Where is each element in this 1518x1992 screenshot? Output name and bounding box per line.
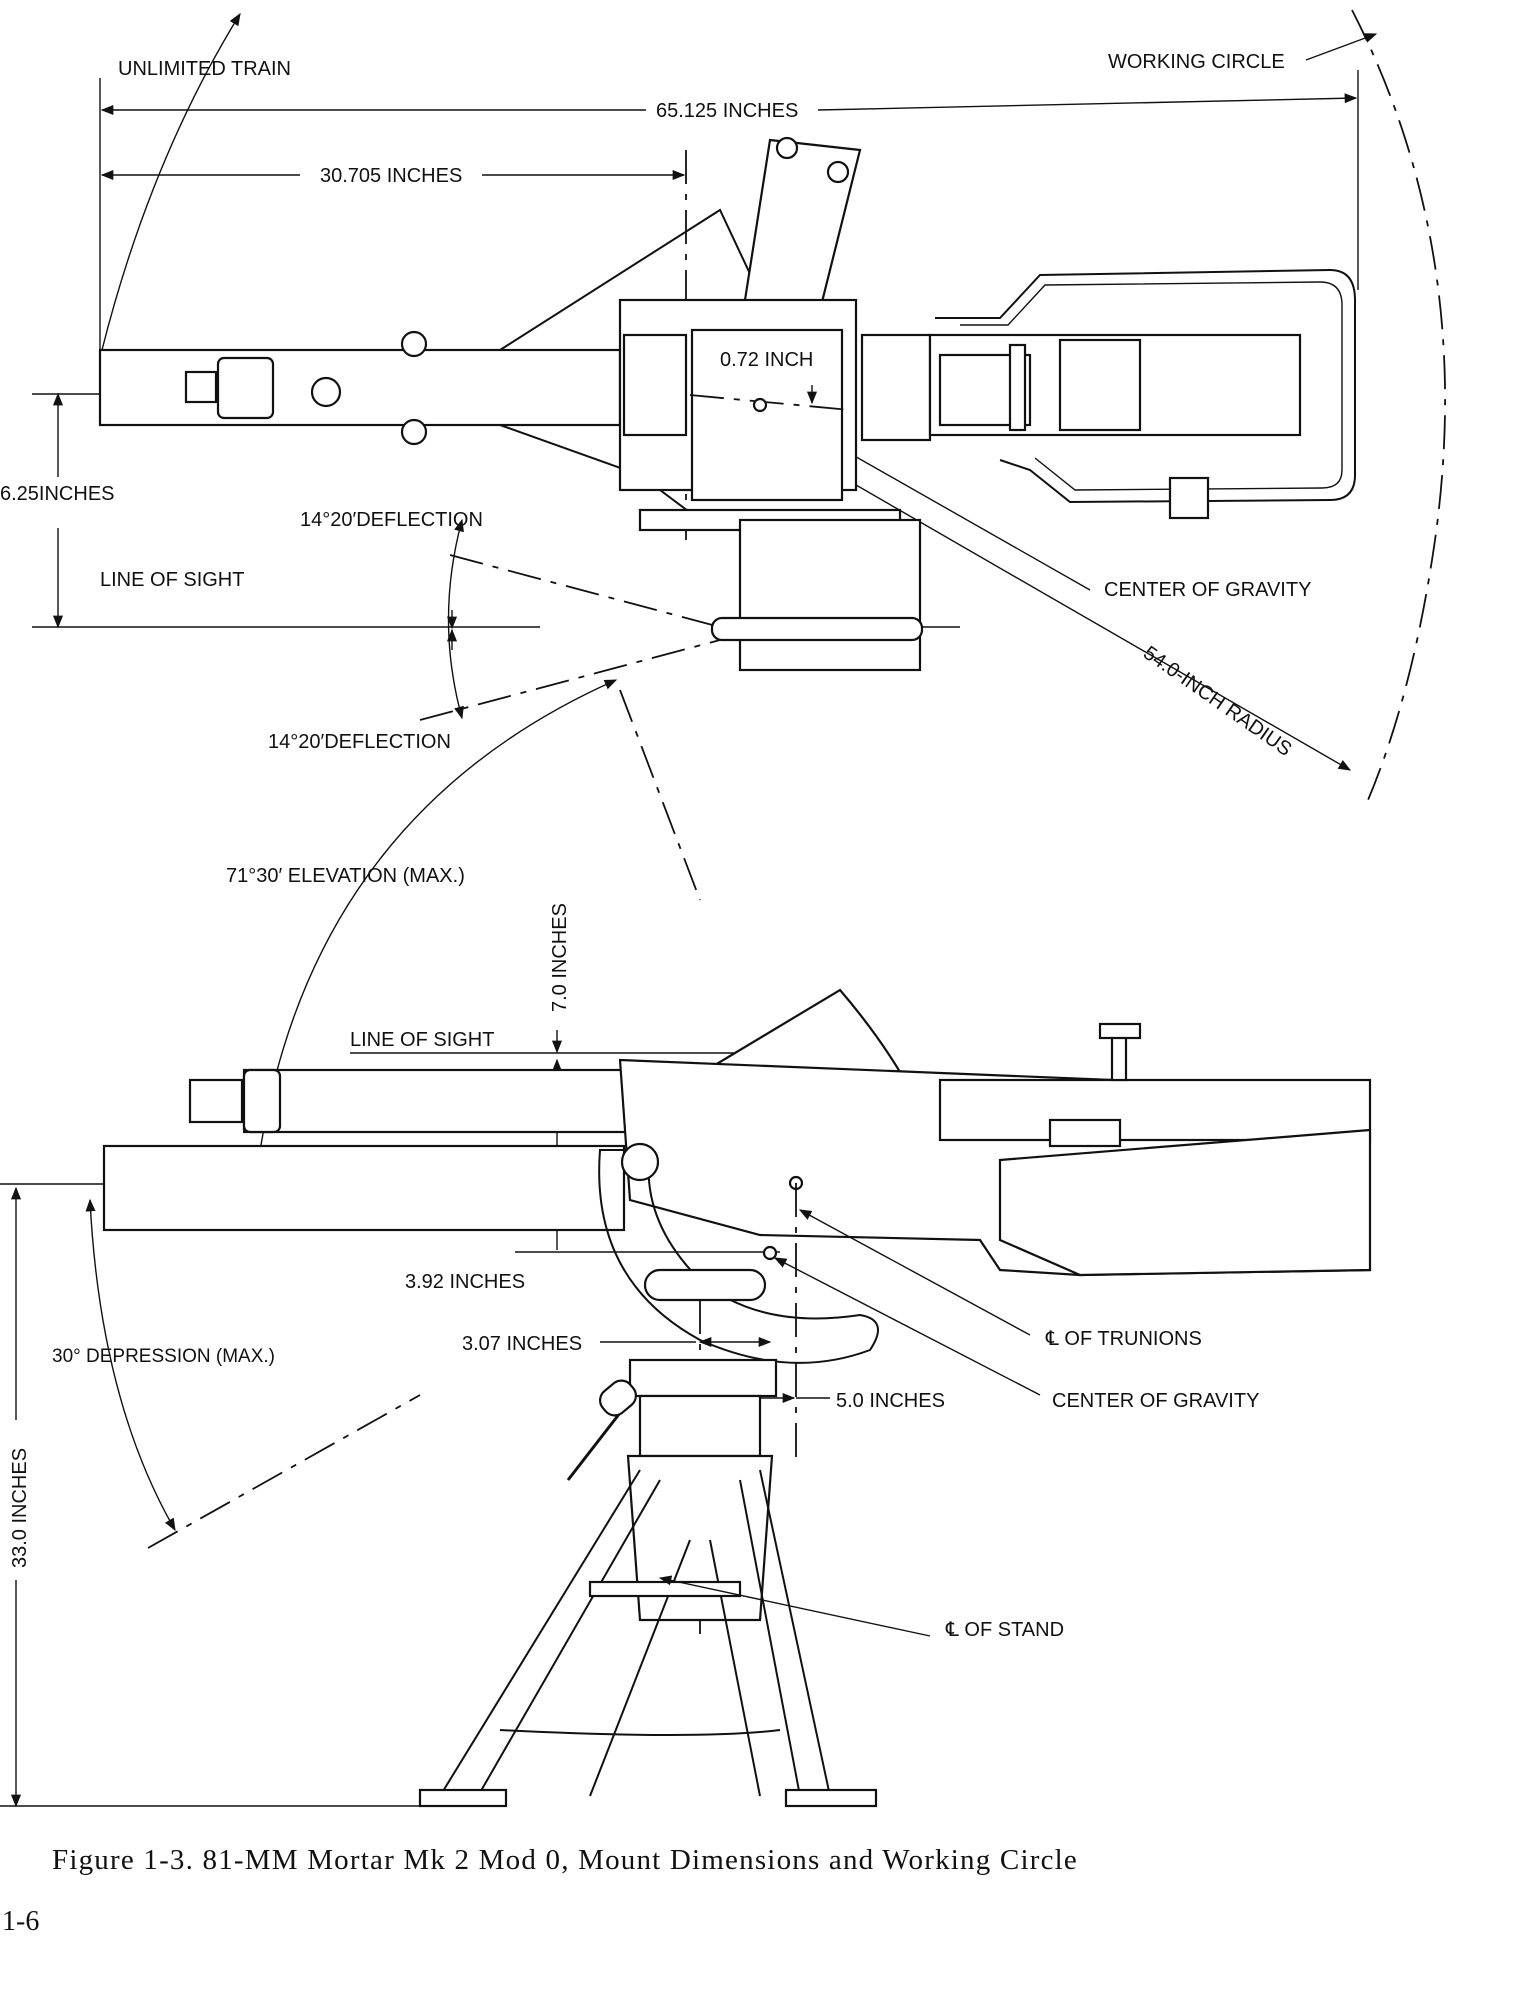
- stand-leader: [658, 1575, 931, 1637]
- stand-handle-knob: [599, 1379, 637, 1417]
- latch-block: [1048, 1118, 1122, 1148]
- muzzle-fitting: [184, 370, 218, 404]
- dim-625-label-bg: [0, 477, 124, 505]
- yoke-pivot: [620, 1142, 660, 1182]
- sight-post-housing: [738, 518, 922, 672]
- shoulder-frame-outer: [935, 268, 1356, 504]
- dim-072-center: [689, 394, 851, 411]
- line-of-sight-side-label: LINE OF SIGHT: [350, 1029, 494, 1051]
- bracket-hole-2: [826, 160, 850, 184]
- dim-65-line-right: [817, 93, 1358, 111]
- muzzle-cap: [216, 356, 275, 420]
- dim-330-label: 33.0 INCHES: [9, 1448, 31, 1568]
- dim-30705-label: 30.705 INCHES: [320, 165, 462, 187]
- handle-top: [1098, 1022, 1142, 1040]
- dim-50-label: 5.0 INCHES: [836, 1390, 945, 1412]
- stand-leg-left-outer: [439, 1469, 641, 1797]
- dim-65-label: 65.125 INCHES: [656, 100, 798, 122]
- deflection-arc: [447, 518, 464, 720]
- trunions-label: ℄ OF TRUNIONS: [1045, 1328, 1202, 1350]
- sight-bar: [710, 616, 924, 642]
- cg-leader-side: [773, 1257, 1041, 1396]
- stand-label: ℄ OF STAND: [945, 1619, 1064, 1641]
- deflection-ray-upper: [449, 554, 721, 628]
- tube-top-view: [98, 348, 622, 427]
- sight-tube: [242, 1068, 636, 1134]
- handle-stem: [1110, 1032, 1128, 1082]
- sight-tube-cap: [242, 1068, 282, 1134]
- tube-knob-upper: [400, 330, 428, 358]
- deflection-bottom-label: 14°20′DEFLECTION: [268, 731, 451, 753]
- foot-left: [418, 1788, 508, 1808]
- cylinder-flange: [1008, 343, 1027, 432]
- side-plate-right: [860, 333, 932, 442]
- radius-label: 54.0-INCH RADIUS: [1139, 642, 1295, 761]
- dim-70-label: 7.0 INCHES: [549, 903, 571, 1012]
- side-view: 71°30′ ELEVATION (MAX.) 7.0 INCHES LINE …: [0, 679, 1372, 1808]
- sight-eyepiece: [188, 1078, 244, 1124]
- stand-leg-right-inner: [739, 1479, 801, 1797]
- foot-right: [784, 1788, 878, 1808]
- brace-upper: [499, 208, 761, 351]
- perforated-plate: [998, 1128, 1372, 1277]
- stand-neck: [638, 1394, 762, 1458]
- center-gravity-top-label: CENTER OF GRAVITY: [1104, 579, 1311, 601]
- barrel-upper-rail: [938, 1078, 1372, 1142]
- line-of-sight-top-label: LINE OF SIGHT: [100, 569, 244, 591]
- traverse-handle: [643, 1268, 767, 1302]
- figure-caption: Figure 1-3. 81-MM Mortar Mk 2 Mod 0, Mou…: [52, 1844, 1078, 1876]
- tube-clamp-knob: [310, 376, 342, 408]
- stand-band: [588, 1580, 742, 1598]
- deflection-ray-lower: [419, 639, 721, 721]
- unlimited-train-label: UNLIMITED TRAIN: [118, 58, 291, 80]
- deflection-top-label: 14°20′DEFLECTION: [300, 509, 483, 531]
- tube-knob-lower: [400, 418, 428, 446]
- stand-ring: [499, 1729, 781, 1736]
- grip-knob: [1168, 476, 1210, 520]
- yoke-arm: [598, 1149, 879, 1364]
- dim-392-label: 3.92 INCHES: [405, 1271, 525, 1293]
- page-number: 1-6: [2, 1906, 40, 1937]
- dim-330-label-bg: [2, 1425, 30, 1575]
- line-of-sight-side-label-bg: [344, 1022, 512, 1050]
- depression-arc: [85, 1198, 176, 1532]
- center-gravity-side-label: CENTER OF GRAVITY: [1052, 1390, 1259, 1412]
- side-plate-left: [622, 333, 688, 437]
- bracket-hole-1: [775, 136, 799, 160]
- cg-point-side: [762, 1245, 778, 1261]
- working-circle-label: WORKING CIRCLE: [1108, 51, 1285, 73]
- shoulder-frame-inner: [960, 281, 1343, 491]
- dim-072-label: 0.72 INCH: [720, 349, 813, 371]
- dim-625-label: 6.25INCHES: [0, 483, 115, 505]
- stand-leg-right-outer: [759, 1469, 831, 1797]
- depression-label: 30° DEPRESSION (MAX.): [52, 1346, 275, 1367]
- elevation-ray: [619, 689, 701, 901]
- unlimited-train-arc: [101, 12, 241, 351]
- tube-side-view: [102, 1144, 626, 1232]
- working-circle-arc: [1351, 9, 1446, 801]
- top-view: UNLIMITED TRAIN WORKING CIRCLE 65.125 IN…: [0, 9, 1446, 801]
- stand-collar: [628, 1358, 778, 1398]
- dim-072-label-bg: [704, 340, 838, 370]
- trunion-leader: [798, 1209, 1031, 1336]
- depression-ray: [147, 1394, 421, 1549]
- stand-leg-left-inner: [477, 1479, 661, 1797]
- working-circle-leader: [1305, 33, 1378, 61]
- elevation-label: 71°30′ ELEVATION (MAX.): [226, 865, 465, 887]
- dim-307-label: 3.07 INCHES: [462, 1333, 582, 1355]
- breech-block: [1058, 338, 1142, 432]
- cg-marker-top: [752, 397, 768, 413]
